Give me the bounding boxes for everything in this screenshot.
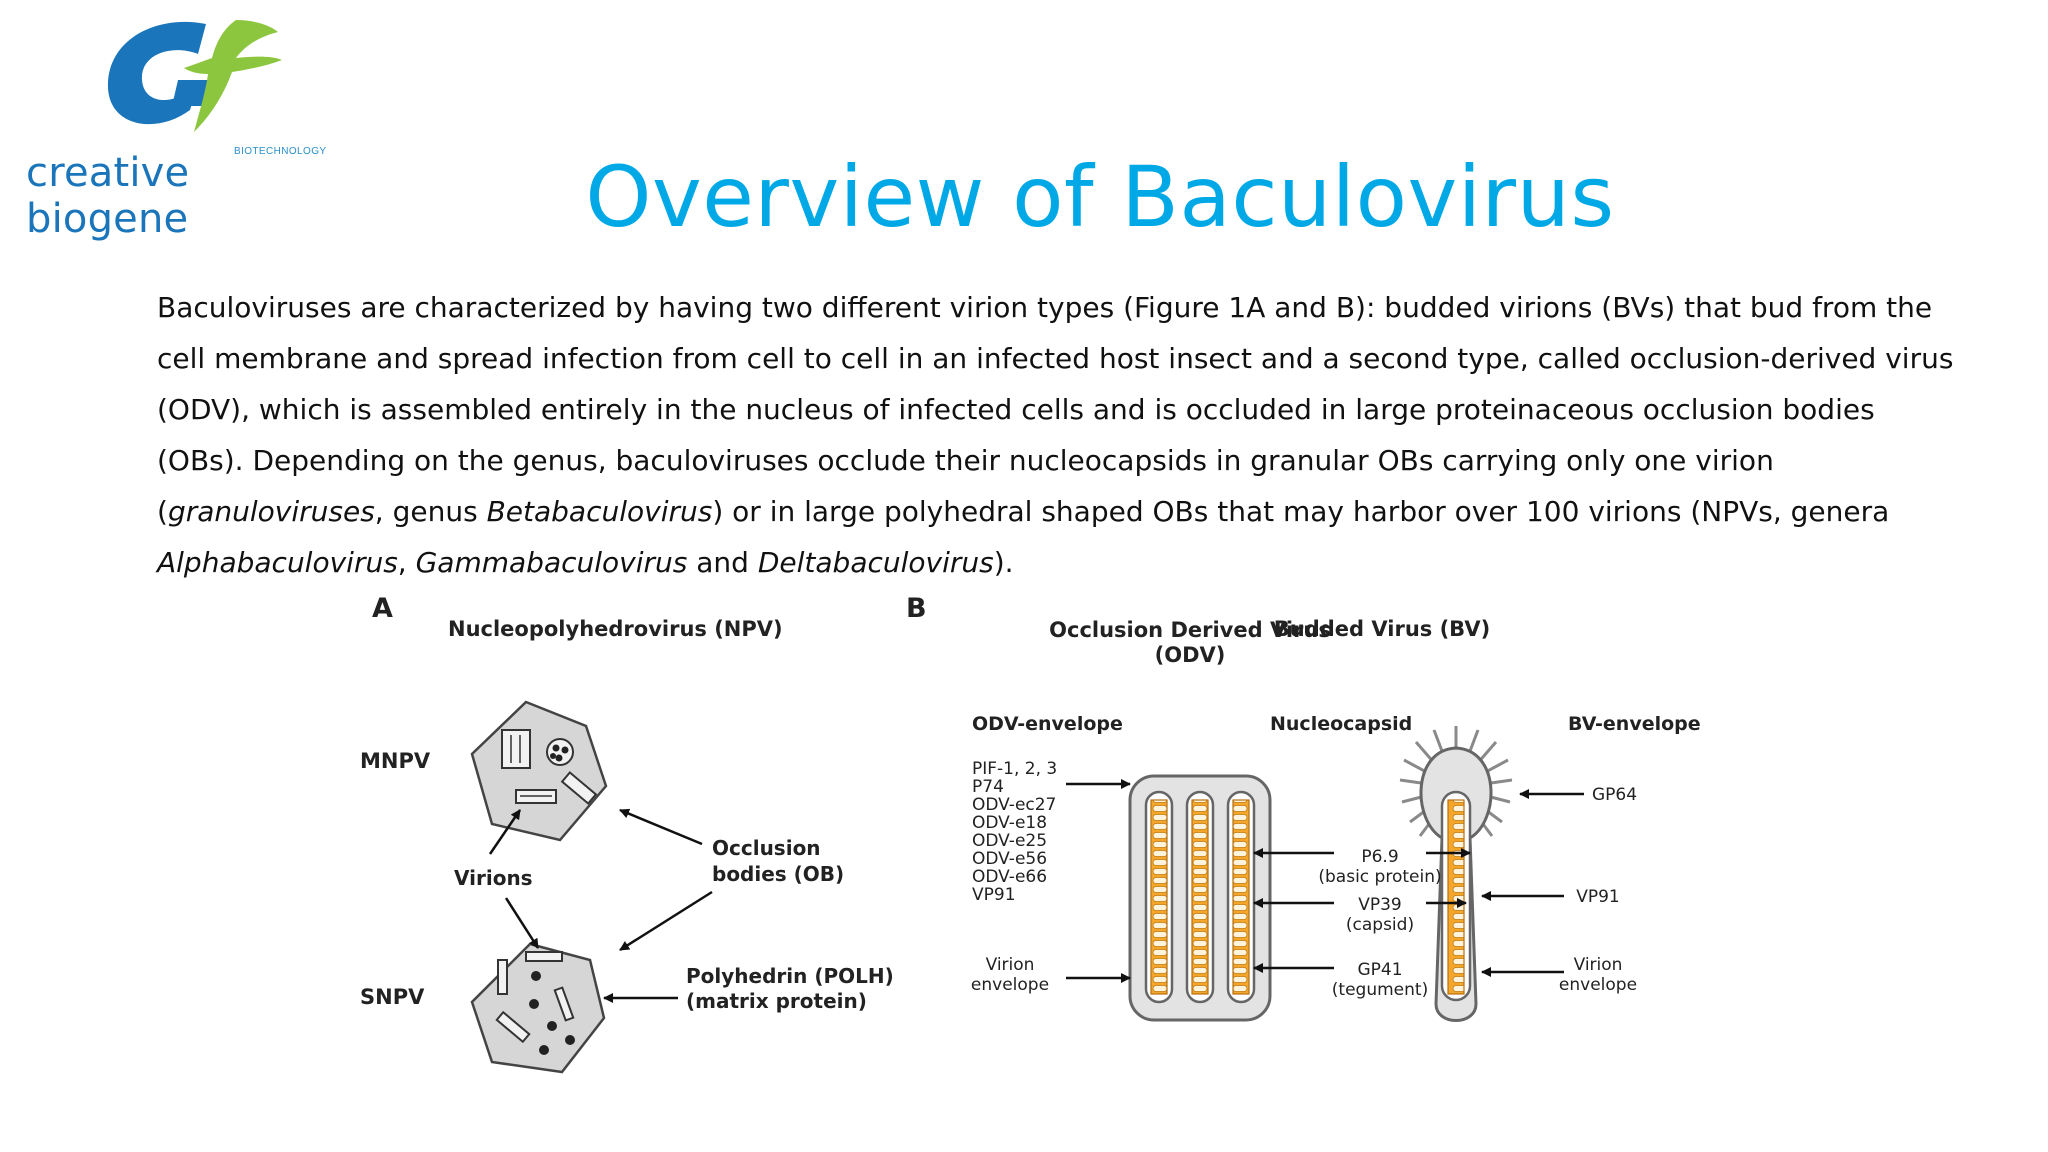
virions-label: Virions [454, 866, 533, 890]
panel-a: A Nucleopolyhedrovirus (NPV) MNPV SNPV V… [360, 593, 894, 1074]
odv-envelope-label: ODV-envelope [972, 713, 1123, 735]
occlusion-label-line2: bodies (OB) [712, 862, 844, 886]
odv-protein: P74 [972, 777, 1004, 797]
panel-b-letter: B [906, 593, 927, 624]
logo-mark-icon [107, 20, 282, 132]
paragraph-italic-text: Alphabaculovirus [157, 546, 398, 579]
bv-heading: Budded Virus (BV) [1274, 617, 1490, 641]
odv-virion-envelope-line1: Virion [986, 955, 1035, 975]
odv-particle [1128, 774, 1272, 1022]
occlusion-arrow-mnpv [619, 808, 703, 846]
baculovirus-figure: A Nucleopolyhedrovirus (NPV) MNPV SNPV V… [330, 570, 1750, 1090]
polh-label-line1: Polyhedrin (POLH) [686, 964, 894, 988]
odv-virion-envelope-line2: envelope [971, 975, 1049, 995]
paragraph-text: and [687, 546, 758, 579]
paragraph-text: , genus [374, 495, 487, 528]
logo-name: creative biogene [26, 150, 190, 242]
paragraph-italic-text: Deltabaculovirus [757, 546, 994, 579]
mnpv-label: MNPV [360, 749, 431, 773]
odv-protein: ODV-e56 [972, 849, 1047, 869]
bv-particle [1399, 726, 1513, 1022]
paragraph-text: ). [993, 546, 1014, 579]
bv-virion-envelope-line2: envelope [1559, 975, 1637, 995]
panel-a-heading: Nucleopolyhedrovirus (NPV) [448, 617, 783, 641]
vp39-label-line1: VP39 [1358, 895, 1402, 915]
gp41-label-line2: (tegument) [1332, 980, 1428, 1000]
odv-protein: ODV-ec27 [972, 795, 1056, 815]
odv-protein: ODV-e25 [972, 831, 1047, 851]
logo-tagline: BIOTECHNOLOGY [234, 146, 327, 157]
occlusion-label-line1: Occlusion [712, 836, 821, 860]
page-title: Overview of Baculovirus [585, 148, 1615, 246]
gp41-label-line1: GP41 [1357, 960, 1402, 980]
odv-heading-line2: (ODV) [1155, 643, 1226, 667]
bv-envelope-label: BV-envelope [1568, 713, 1701, 735]
odv-protein-list: PIF-1, 2, 3 P74 ODV-ec27 ODV-e18 ODV-e25… [972, 759, 1057, 905]
occlusion-arrow-snpv [619, 890, 713, 952]
paragraph-italic-text: Gammabaculovirus [415, 546, 688, 579]
paragraph-text: , [397, 546, 416, 579]
odv-heading-line1: Occlusion Derived Virus [1049, 618, 1331, 642]
company-logo: BIOTECHNOLOGY creative biogene [22, 10, 342, 242]
mnpv-occlusion-body [470, 700, 608, 842]
odv-protein: ODV-e66 [972, 867, 1047, 887]
odv-protein: PIF-1, 2, 3 [972, 759, 1057, 779]
intro-paragraph: Baculoviruses are characterized by havin… [157, 282, 1967, 588]
gp64-label: GP64 [1592, 785, 1637, 805]
bv-vp91-label: VP91 [1576, 887, 1620, 907]
odv-protein: ODV-e18 [972, 813, 1047, 833]
paragraph-text: Baculoviruses are characterized by havin… [157, 291, 1954, 528]
polh-label-line2: (matrix protein) [686, 989, 867, 1013]
p69-label-line1: P6.9 [1361, 847, 1398, 867]
virion-arrow-snpv [504, 897, 540, 949]
panel-a-letter: A [372, 593, 393, 624]
figure-svg: A Nucleopolyhedrovirus (NPV) MNPV SNPV V… [360, 593, 1701, 1074]
p69-label-line2: (basic protein) [1318, 867, 1441, 887]
paragraph-italic-text: granuloviruses [167, 495, 375, 528]
odv-protein: VP91 [972, 885, 1016, 905]
nucleocapsid-label: Nucleocapsid [1270, 713, 1412, 735]
bv-virion-envelope-line1: Virion [1574, 955, 1623, 975]
virion-arrow-mnpv [488, 809, 522, 855]
vp39-label-line2: (capsid) [1346, 915, 1414, 935]
paragraph-text: ) or in large polyhedral shaped OBs that… [712, 495, 1890, 528]
snpv-label: SNPV [360, 985, 425, 1009]
panel-b: B Occlusion Derived Virus (ODV) Budded V… [906, 593, 1701, 1022]
snpv-occlusion-body [470, 942, 606, 1074]
paragraph-italic-text: Betabaculovirus [486, 495, 713, 528]
